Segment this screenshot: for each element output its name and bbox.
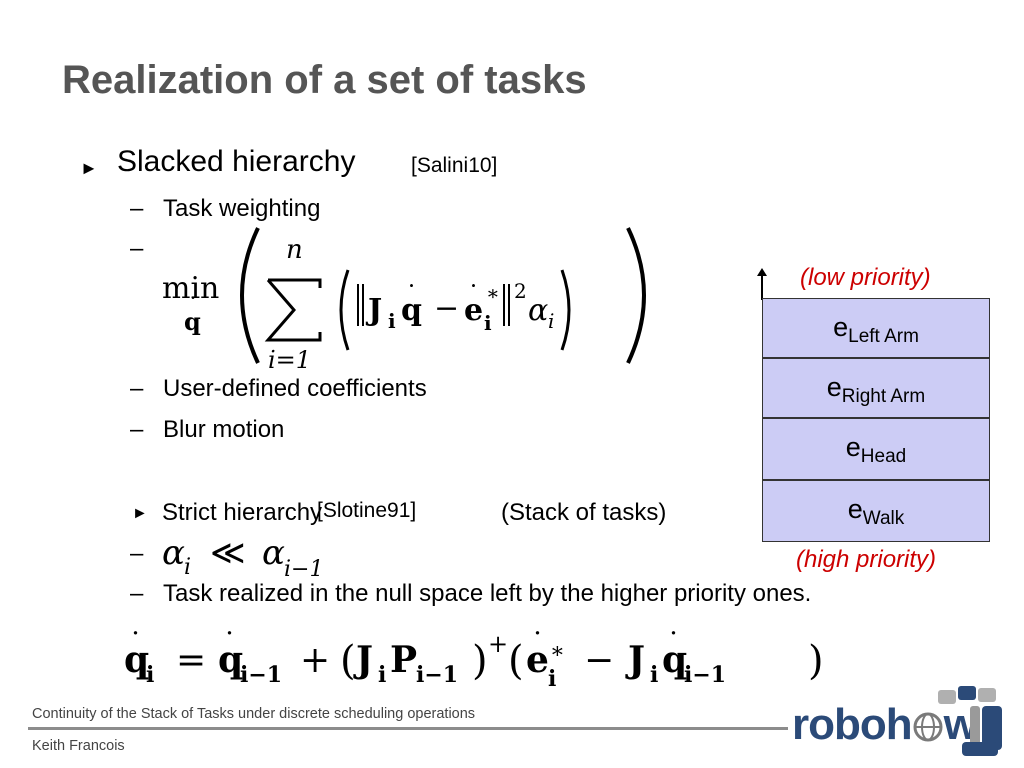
alpha-ordering-formula: α i ≪ α i−1	[162, 533, 323, 582]
bullet-arrow-icon: ►	[132, 505, 148, 522]
svg-text:e: e	[526, 639, 549, 681]
robohow-logo: roboh w	[792, 700, 978, 750]
task-walk: eWalk	[762, 480, 990, 542]
svg-text:˙: ˙	[128, 628, 143, 662]
svg-text:=: =	[176, 640, 206, 681]
logo-text: roboh	[792, 700, 913, 749]
low-priority-label: (low priority)	[800, 264, 931, 291]
svg-text:∗: ∗	[486, 281, 500, 305]
sub-blur-motion: Blur motion	[163, 416, 285, 443]
task-symbol: e	[826, 372, 842, 402]
svg-text:q: q	[124, 639, 149, 681]
svg-text:J: J	[625, 639, 645, 681]
svg-text:∗: ∗	[550, 639, 565, 664]
svg-text:α: α	[528, 293, 548, 328]
svg-text:i: i	[548, 666, 556, 692]
svg-text:e: e	[464, 293, 483, 328]
sub-task-weighting: Task weighting	[163, 195, 321, 222]
dash-marker: –	[130, 540, 144, 567]
svg-text:≪: ≪	[210, 533, 246, 573]
svg-text:2: 2	[514, 279, 527, 303]
svg-text:−: −	[434, 291, 459, 326]
svg-text:i=1: i=1	[268, 346, 311, 373]
svg-text:˙: ˙	[666, 628, 681, 662]
svg-text:−: −	[584, 640, 614, 681]
dash-marker: –	[130, 235, 144, 262]
sub-user-defined-coefficients: User-defined coefficients	[163, 375, 427, 402]
svg-text:˙: ˙	[222, 628, 237, 662]
sub-null-space: Task realized in the null space left by …	[163, 580, 812, 607]
ref-salini: [Salini10]	[411, 154, 498, 177]
task-right-arm: eRight Arm	[762, 358, 990, 418]
svg-text:): )	[808, 638, 824, 684]
null-space-projection-formula: q ˙ i = q ˙ i−1 + ( J i P i−1 ) + ( e ˙ …	[124, 628, 824, 692]
priority-arrow-icon	[757, 268, 767, 300]
task-symbol: e	[845, 432, 861, 462]
svg-text:q: q	[218, 639, 243, 681]
dash-marker: –	[130, 416, 144, 443]
slide-title: Realization of a set of tasks	[62, 58, 587, 102]
svg-text:α: α	[262, 533, 285, 573]
svg-text:i−1: i−1	[284, 557, 323, 582]
svg-text:i: i	[388, 309, 396, 333]
svg-text:q: q	[184, 307, 201, 336]
svg-text:J: J	[353, 639, 373, 681]
stack-of-tasks-note: (Stack of tasks)	[501, 499, 667, 526]
svg-text:α: α	[162, 533, 185, 573]
footer-author: Keith Francois	[32, 738, 125, 754]
svg-text:˙: ˙	[467, 281, 480, 311]
svg-text:(: (	[340, 638, 356, 684]
svg-text:J: J	[365, 293, 382, 328]
bullet-strict-hierarchy: Strict hierarchy	[162, 499, 323, 526]
footer-presentation-title: Continuity of the Stack of Tasks under d…	[32, 706, 476, 722]
svg-text:min: min	[162, 271, 219, 306]
svg-text:+: +	[300, 640, 330, 681]
globe-icon	[913, 712, 943, 742]
robot-hand-logo-icon	[938, 686, 1002, 756]
task-left-arm: eLeft Arm	[762, 298, 990, 358]
svg-text:i−1: i−1	[416, 662, 458, 688]
svg-text:+: +	[488, 630, 508, 658]
svg-text:i: i	[146, 662, 154, 688]
svg-text:n: n	[286, 235, 303, 265]
task-subscript: Walk	[862, 508, 905, 529]
ref-slotine: [Slotine91]	[317, 499, 417, 522]
svg-text:i−1: i−1	[240, 662, 282, 688]
svg-text:P: P	[390, 639, 417, 681]
task-subscript: Head	[860, 446, 907, 467]
svg-text:i: i	[184, 555, 191, 580]
svg-text:i: i	[378, 662, 386, 688]
dash-marker: –	[130, 195, 144, 222]
svg-text:˙: ˙	[530, 628, 545, 662]
task-subscript: Left Arm	[848, 326, 919, 347]
svg-text:q: q	[401, 293, 422, 328]
svg-text:q: q	[662, 639, 687, 681]
task-head: eHead	[762, 418, 990, 480]
svg-text:i: i	[548, 309, 554, 333]
bullet-slacked-hierarchy: Slacked hierarchy	[117, 145, 356, 178]
task-subscript: Right Arm	[841, 386, 926, 407]
bullet-arrow-icon: ►	[80, 158, 98, 178]
svg-text:): )	[472, 638, 488, 684]
dash-marker: –	[130, 375, 144, 402]
task-symbol: e	[847, 494, 863, 524]
high-priority-label: (high priority)	[796, 546, 937, 573]
dash-marker: –	[130, 580, 144, 607]
svg-text:i: i	[484, 311, 492, 335]
svg-text:i−1: i−1	[684, 662, 726, 688]
task-symbol: e	[833, 312, 849, 342]
weighted-minimization-formula: min q ˙ n i=1 J i q ˙ − e ˙ ∗ i 2 α i	[162, 227, 646, 373]
footer-divider	[28, 727, 788, 730]
svg-text:i: i	[650, 662, 658, 688]
svg-text:˙: ˙	[187, 293, 199, 321]
svg-text:(: (	[508, 638, 524, 684]
svg-text:˙: ˙	[405, 281, 418, 311]
